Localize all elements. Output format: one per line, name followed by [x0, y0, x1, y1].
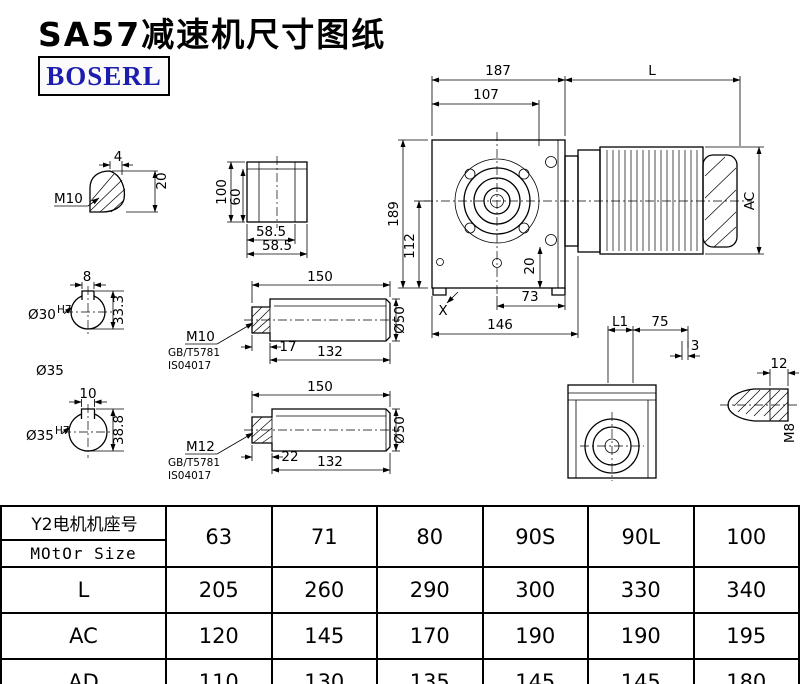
dim-146: 146 — [487, 317, 513, 333]
label-bore30-dia: Ø30 — [28, 307, 56, 323]
shaft1-dim-132: 132 — [317, 344, 343, 360]
dim-8: 8 — [83, 269, 92, 285]
dim-value: 190 — [587, 612, 695, 660]
dim-value: 145 — [481, 658, 589, 684]
dim-20-cap: 20 — [154, 172, 170, 189]
shaft-1-view: 150 17 132 Ø50 M10 GB/T5781 IS04017 — [168, 269, 408, 372]
table-row-AD: AD 110 130 135 145 145 180 — [0, 658, 800, 684]
dim-107: 107 — [473, 87, 499, 103]
table-row-AC: AC 120 145 170 190 190 195 — [0, 612, 800, 660]
dim-value: 180 — [692, 658, 800, 684]
shaft1-dim-150: 150 — [307, 269, 333, 285]
dim-value: 135 — [376, 658, 484, 684]
dim-388: 38.8 — [111, 415, 127, 445]
header-label-en: MOtOr Size — [30, 544, 137, 563]
table-row-L: L 205 260 290 300 330 340 — [0, 566, 800, 614]
dim-value: 300 — [481, 566, 589, 614]
dim-3: 3 — [691, 338, 700, 354]
dim-12: 12 — [770, 356, 787, 372]
page-title: SA57减速机尺寸图纸 — [38, 15, 387, 54]
shaft1-standard-gb: GB/T5781 — [168, 347, 220, 359]
dim-value: 130 — [270, 658, 378, 684]
motor-size-value: 63 — [165, 505, 273, 568]
dim-AC: AC — [742, 192, 758, 210]
dim-value: 290 — [376, 566, 484, 614]
dim-100: 100 — [214, 179, 230, 205]
dim-value: 120 — [165, 612, 273, 660]
shaft2-dim-22: 22 — [281, 449, 298, 465]
motor-size-value: 90S — [481, 505, 589, 568]
shaft1-standard-iso: IS04017 — [168, 360, 211, 372]
shaft2-dim-dia50: Ø50 — [392, 416, 408, 444]
dim-333: 33.3 — [111, 295, 127, 325]
dim-value: 145 — [587, 658, 695, 684]
shaft-2-view: 150 22 132 Ø50 M12 GB/T5781 IS04017 — [168, 379, 408, 482]
motor-size-value: 100 — [692, 505, 800, 568]
dim-value: 145 — [270, 612, 378, 660]
dim-M8: M8 — [782, 423, 798, 443]
shaft1-thread-label: M10 — [186, 329, 215, 345]
dim-187: 187 — [485, 63, 511, 79]
dim-X: X — [438, 303, 447, 319]
dim-4: 4 — [114, 149, 123, 165]
dim-value: 170 — [376, 612, 484, 660]
dim-value: 110 — [165, 658, 273, 684]
dim-10: 10 — [79, 386, 96, 402]
bore-30-view: 8 Ø30 H7 33.3 — [28, 269, 127, 337]
motor-size-value: 71 — [270, 505, 378, 568]
dim-585-outer: 58.5 — [262, 238, 292, 254]
flange-detail: 100 60 58.5 58.5 — [214, 156, 308, 258]
shaft2-thread-label: M12 — [186, 439, 215, 455]
row-label: AC — [0, 612, 167, 660]
header-label-cn: Y2电机机座号 — [2, 507, 165, 541]
dim-value: 340 — [692, 566, 800, 614]
dim-L1: L1 — [612, 314, 628, 330]
dim-585-inner: 58.5 — [256, 224, 286, 240]
dim-20-front: 20 — [522, 257, 538, 274]
dim-75: 75 — [651, 314, 668, 330]
label-bore35-dia: Ø35 — [26, 428, 54, 444]
table-header-row: Y2电机机座号 MOtOr Size 63 71 80 90S 90L 100 — [0, 505, 800, 568]
bore-35-view: Ø35 10 Ø35 H7 38.8 — [26, 363, 127, 458]
dim-73: 73 — [521, 289, 538, 305]
dim-189: 189 — [386, 201, 402, 227]
row-label: L — [0, 566, 167, 614]
gearbox-side-view — [567, 384, 657, 481]
motor-size-value: 90L — [587, 505, 695, 568]
gearbox-front-dimensions: 187 L 107 189 112 AC 20 73 146 X — [386, 63, 764, 338]
shaft1-dim-17: 17 — [279, 339, 296, 355]
shaft1-dim-dia50: Ø50 — [392, 306, 408, 334]
shaft2-dim-132: 132 — [317, 454, 343, 470]
brand-logo: BOSERL — [38, 56, 170, 96]
shaft-end-detail: 12 M8 — [720, 356, 799, 443]
header-label-cell: Y2电机机座号 MOtOr Size — [0, 505, 167, 568]
dim-value: 205 — [165, 566, 273, 614]
dim-value: 330 — [587, 566, 695, 614]
label-M10-cap: M10 — [54, 191, 83, 207]
label-shaft-dia-35: Ø35 — [36, 363, 64, 379]
dim-60: 60 — [228, 188, 244, 205]
dim-value: 195 — [692, 612, 800, 660]
motor-dimension-table: Y2电机机座号 MOtOr Size 63 71 80 90S 90L 100 … — [0, 505, 800, 684]
side-view-dimensions: L1 75 3 — [607, 314, 700, 383]
dim-112: 112 — [402, 233, 418, 259]
shaft2-standard-iso: IS04017 — [168, 470, 211, 482]
row-label: AD — [0, 658, 167, 684]
label-bore35-tolerance: H7 — [55, 425, 70, 437]
dim-L: L — [648, 63, 656, 79]
motor-size-value: 80 — [376, 505, 484, 568]
cap-detail: M10 4 20 — [54, 149, 170, 213]
shaft2-dim-150: 150 — [307, 379, 333, 395]
dim-value: 260 — [270, 566, 378, 614]
shaft2-standard-gb: GB/T5781 — [168, 457, 220, 469]
gearbox-front-view — [424, 132, 752, 296]
dim-value: 190 — [481, 612, 589, 660]
